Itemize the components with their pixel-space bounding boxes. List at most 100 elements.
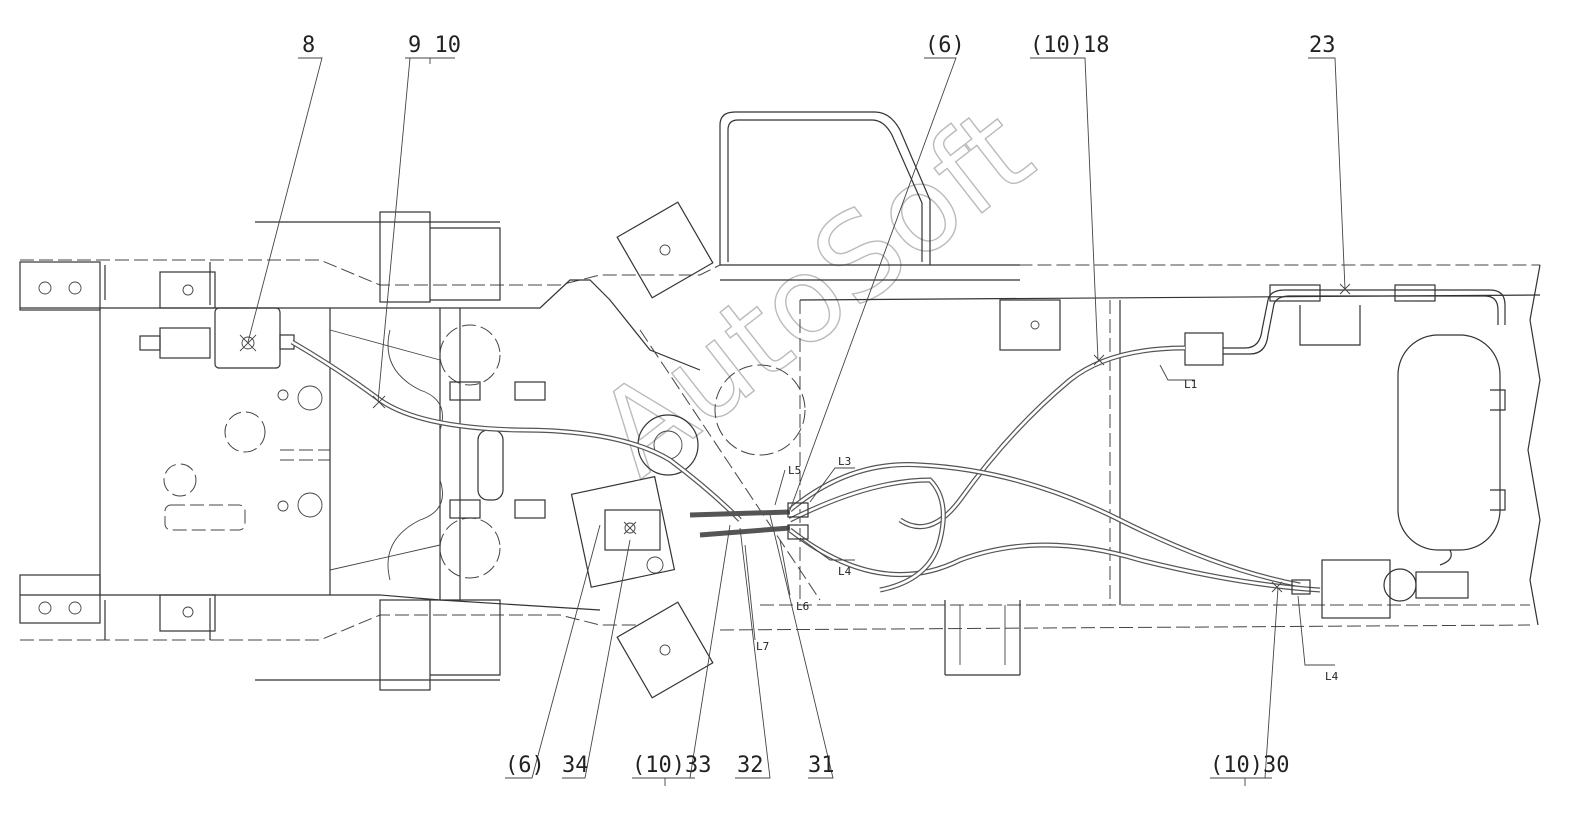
tag-line-l4-right: [1297, 595, 1335, 666]
hose-l4-to-dryer-inner: [789, 528, 1321, 592]
bottom-rail-right-bottom: [719, 624, 1531, 631]
cab-mount-right: [999, 299, 1061, 351]
callout-9-10: 9 10: [408, 33, 461, 58]
dryer-elbow: [1439, 549, 1452, 566]
wheel-hub-bottom: [439, 517, 501, 579]
bolt-hole: [68, 281, 82, 295]
leader-32: [735, 527, 771, 779]
bolt: [277, 500, 289, 512]
watermark: AutoSoft: [572, 81, 1058, 503]
right-break-edge: [1527, 264, 1541, 626]
bolt-hole: [68, 601, 82, 615]
callout-34: 34: [562, 753, 589, 778]
cab-frame: [719, 111, 1061, 351]
tag-l7: L7: [756, 640, 769, 653]
leaf-spring-curve-bottom: [387, 479, 443, 581]
watermark-text: AutoSoft: [572, 81, 1056, 502]
clip-left-top: [449, 381, 481, 401]
bottom-rail-inner: [20, 594, 601, 611]
tag-l3: L3: [838, 455, 851, 468]
callout-10-18: (10)18: [1030, 33, 1109, 58]
hanger-box-top: [430, 227, 501, 301]
bottom-rail-outer: [20, 614, 640, 641]
battery-box-inner: [959, 605, 1006, 665]
valve-body: [214, 307, 281, 369]
callout-32: 32: [737, 753, 764, 778]
hose-l3-to-dryer: [788, 462, 1301, 588]
pivot-dashed: [714, 364, 806, 456]
valve-port: [139, 335, 161, 351]
line-to-23-b: [1223, 295, 1499, 355]
tag-l1: L1: [1184, 378, 1197, 391]
front-suspension: [255, 211, 504, 691]
component-8-valve: [139, 307, 295, 369]
tag-l5: L5: [788, 464, 801, 477]
plate-top-2: [159, 271, 216, 309]
top-rail-inner: [20, 279, 701, 371]
bolt: [659, 644, 671, 656]
callout-8: 8: [302, 33, 315, 58]
leaf-spring-curve-top: [387, 329, 443, 431]
clip-marker-18: [1093, 354, 1105, 366]
clip-top-1: [1269, 284, 1321, 302]
leader-23: [1308, 57, 1346, 290]
leader-6-top: [789, 57, 957, 511]
hose-tags: L1 L3 L4 L4 L5 L6 L7: [756, 378, 1339, 683]
fitting-l3: [787, 502, 809, 518]
bolt: [277, 389, 289, 401]
air-hoses: [290, 283, 1506, 595]
battery-box: [944, 600, 1021, 676]
tag-line-l7: [744, 544, 756, 641]
steering-plates: [616, 201, 821, 699]
fitting-l4: [787, 524, 809, 540]
leader-6-bottom: [505, 524, 601, 779]
clip-left-bottom: [449, 499, 481, 519]
valve-actuator: [159, 327, 211, 359]
plate-lower: [616, 601, 714, 699]
cab-outline-outer: [719, 111, 931, 265]
block-center: [624, 522, 636, 534]
spring-axle-lines: [255, 221, 500, 681]
dryer-body: [1321, 559, 1391, 619]
air-dryer: [1321, 559, 1469, 619]
boss-1: [297, 385, 323, 411]
dryer-can: [1383, 568, 1417, 602]
valve-cross: [239, 334, 257, 352]
hose-l3-to-dryer-inner: [789, 463, 1301, 587]
bolt-hole: [182, 284, 194, 296]
tag-line-l6: [779, 539, 791, 596]
callout-23: 23: [1309, 33, 1336, 58]
tag-l6: L6: [796, 600, 809, 613]
leader-9-10: [377, 57, 455, 403]
hose-l1-inner: [899, 346, 1186, 528]
clip-left-top-2: [514, 381, 546, 401]
tie-rods: [329, 329, 441, 571]
cab-outline-inner: [727, 119, 923, 262]
air-tank: [1397, 334, 1506, 551]
engine-hole-2: [163, 463, 197, 497]
plate-brackets: [104, 262, 211, 640]
callout-6-bottom: (6): [505, 753, 545, 778]
plate-upper: [616, 201, 714, 299]
tag-l4-right: L4: [1325, 670, 1339, 683]
clip-marker-9: [372, 395, 386, 409]
hose-loop-inner: [789, 478, 945, 592]
callout-10-30: (10)30: [1210, 753, 1289, 778]
tag-line-l5: [774, 469, 786, 506]
plate-top-left: [19, 261, 101, 311]
spring-hanger-bottom: [379, 599, 431, 691]
line-to-23: [1223, 289, 1506, 349]
block-cross: [623, 521, 637, 535]
clip-marker-30: [1271, 581, 1283, 593]
top-rail-outer: [20, 259, 1540, 286]
bolt-hole: [182, 606, 194, 618]
plate-bottom-2: [159, 594, 216, 632]
tag-l4-mid: L4: [838, 565, 852, 578]
steering-link-dash: [639, 329, 821, 601]
left-crossmember: [439, 308, 461, 600]
air-tank-body: [1397, 334, 1501, 551]
center-boss: [477, 429, 504, 501]
leader-34: [562, 539, 631, 779]
